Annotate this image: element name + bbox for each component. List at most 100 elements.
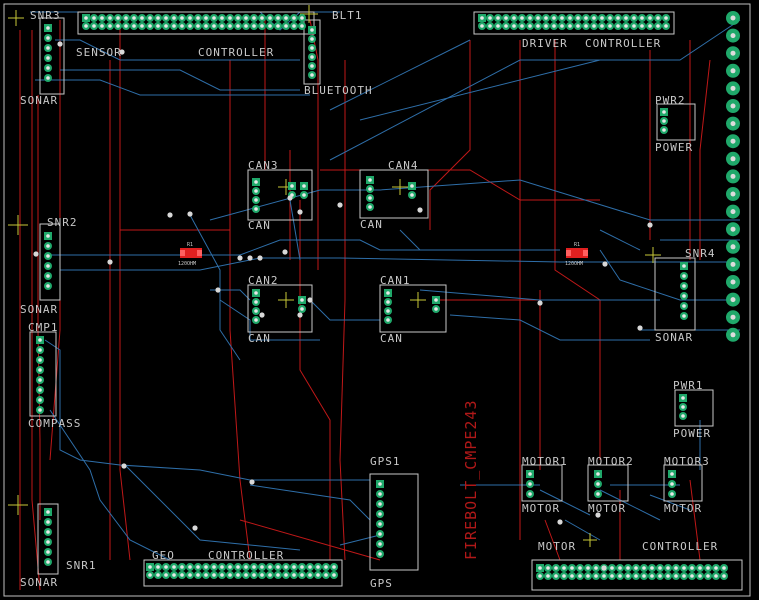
via	[33, 251, 39, 257]
pad	[288, 182, 296, 190]
label-sonar-top: SONAR	[20, 94, 59, 107]
pad	[366, 194, 374, 202]
pad	[138, 14, 146, 22]
bottom-layer-traces	[30, 11, 741, 561]
label-compass: COMPASS	[28, 417, 82, 430]
pad	[622, 22, 630, 30]
label-geo-controller: CONTROLLER	[208, 549, 285, 562]
pad	[376, 480, 384, 488]
pad	[250, 563, 258, 571]
pad	[242, 563, 250, 571]
pad	[630, 14, 638, 22]
pad	[210, 22, 218, 30]
pad	[624, 572, 632, 580]
pad	[478, 22, 486, 30]
via	[187, 211, 193, 217]
pad	[218, 563, 226, 571]
pad	[648, 564, 656, 572]
pad	[566, 14, 574, 22]
edge-connector-hole	[730, 138, 736, 144]
label-can2: CAN2	[248, 274, 279, 287]
pad	[646, 14, 654, 22]
pad	[90, 14, 98, 22]
via	[601, 565, 607, 571]
pad	[98, 14, 106, 22]
pad	[226, 22, 234, 30]
edge-connector-hole	[730, 226, 736, 232]
pad	[258, 14, 266, 22]
pad	[688, 572, 696, 580]
pad	[502, 14, 510, 22]
pad	[306, 563, 314, 571]
pad	[494, 14, 502, 22]
via	[57, 41, 63, 47]
label-snr4: SNR4	[685, 247, 716, 260]
pad	[252, 205, 260, 213]
edge-connector-hole	[730, 314, 736, 320]
pad	[574, 14, 582, 22]
pad	[300, 182, 308, 190]
edge-connector-hole	[730, 121, 736, 127]
label-snr2: SNR2	[47, 216, 78, 229]
pad	[44, 272, 52, 280]
pad	[266, 563, 274, 571]
label-can3: CAN3	[248, 159, 279, 172]
label-r1-right: R1	[574, 242, 581, 248]
pad	[664, 572, 672, 580]
pad	[44, 44, 52, 52]
pad	[594, 490, 602, 498]
pad	[668, 490, 676, 498]
pad	[252, 187, 260, 195]
pad	[252, 196, 260, 204]
pad	[154, 14, 162, 22]
pad	[680, 572, 688, 580]
edge-connector-hole	[730, 244, 736, 250]
label-motor-controller-a: MOTOR	[538, 540, 577, 553]
label-gps: GPS	[370, 577, 393, 590]
pad	[590, 14, 598, 22]
pad	[44, 252, 52, 260]
pad	[250, 22, 258, 30]
pad	[274, 563, 282, 571]
pad	[44, 548, 52, 556]
pad	[252, 178, 260, 186]
pad	[44, 54, 52, 62]
label-snr1: SNR1	[66, 559, 97, 572]
edge-connector-hole	[730, 261, 736, 267]
pad	[536, 564, 544, 572]
pad	[36, 356, 44, 364]
edge-connector-hole	[730, 68, 736, 74]
label-gps1: GPS1	[370, 455, 401, 468]
pad	[594, 480, 602, 488]
pad	[646, 22, 654, 30]
pad	[568, 572, 576, 580]
pad	[494, 22, 502, 30]
pad	[632, 564, 640, 572]
pad	[330, 571, 338, 579]
pad	[720, 564, 728, 572]
pad	[282, 22, 290, 30]
pad	[266, 22, 274, 30]
pad	[298, 14, 306, 22]
label-controller-top: CONTROLLER	[198, 46, 275, 59]
pad	[194, 571, 202, 579]
pad	[178, 571, 186, 579]
pad	[186, 563, 194, 571]
pad	[376, 530, 384, 538]
pad	[194, 22, 202, 30]
pad	[314, 571, 322, 579]
pad	[290, 563, 298, 571]
label-sensor: SENSOR	[76, 46, 122, 59]
pad	[534, 22, 542, 30]
pad	[568, 564, 576, 572]
pad	[640, 564, 648, 572]
pad	[298, 563, 306, 571]
pad	[242, 571, 250, 579]
pad	[36, 346, 44, 354]
pad	[680, 272, 688, 280]
via	[337, 202, 343, 208]
pad	[162, 571, 170, 579]
pad	[282, 563, 290, 571]
pad	[680, 292, 688, 300]
pad	[638, 14, 646, 22]
